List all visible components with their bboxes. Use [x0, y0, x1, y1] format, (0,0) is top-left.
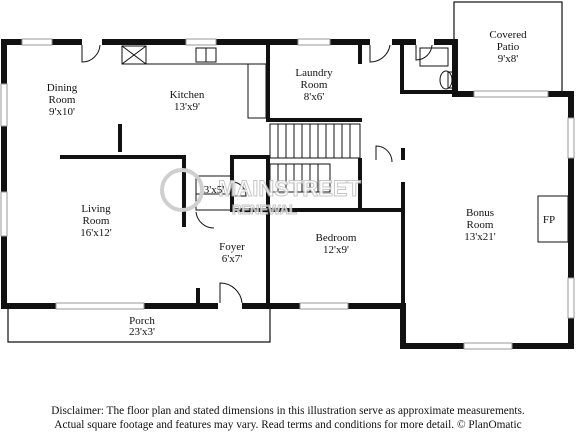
stairs: [269, 123, 361, 193]
living-dim: 16'x12': [80, 227, 111, 239]
living-name-1: Living: [81, 203, 111, 215]
porch-name: Porch: [129, 315, 155, 327]
dining-name-2: Room: [49, 94, 76, 106]
windows: [0, 38, 575, 350]
fireplace: FP: [537, 195, 569, 243]
interior-walls: [60, 42, 457, 308]
disclaimer-line-2: Actual square footage and features may v…: [54, 419, 522, 431]
toilet-icon: [439, 70, 453, 90]
disclaimer-line-1: Disclaimer: The floor plan and stated di…: [51, 405, 525, 417]
closet-dim: 3'x5': [204, 184, 224, 196]
bonus-name-2: Room: [467, 219, 494, 231]
foyer-name: Foyer: [219, 241, 245, 253]
bonus-name-1: Bonus: [466, 207, 494, 219]
dining-name-1: Dining: [47, 82, 78, 94]
watermark-line1: MAINSTREET: [218, 176, 362, 201]
living-name-2: Room: [83, 215, 110, 227]
covered-patio-dim: 9'x8': [498, 53, 518, 65]
doors: [81, 39, 434, 309]
kitchen-name: Kitchen: [170, 89, 205, 101]
watermark: MAINSTREET RENEWAL: [160, 168, 362, 218]
laundry-dim: 8'x6': [304, 91, 324, 103]
laundry-name-2: Room: [301, 79, 328, 91]
kitchen-counters: [121, 45, 267, 119]
room-labels: Covered Patio 9'x8' Dining Room 9'x10' K…: [47, 29, 527, 338]
porch-outline: [7, 306, 271, 343]
dining-dim: 9'x10': [49, 106, 75, 118]
disclaimer: Disclaimer: The floor plan and stated di…: [0, 404, 576, 432]
bathroom-fixtures: [419, 47, 454, 90]
bonus-dim: 13'x21': [464, 231, 495, 243]
covered-patio-name-1: Covered: [489, 29, 527, 41]
fireplace-label: FP: [543, 214, 555, 226]
watermark-line2: RENEWAL: [232, 202, 297, 217]
foyer-dim: 6'x7': [222, 253, 242, 265]
bedroom-dim: 12'x9': [323, 244, 349, 256]
kitchen-dim: 13'x9': [174, 101, 200, 113]
bedroom-name: Bedroom: [316, 232, 357, 244]
watermark-logo-icon: [160, 168, 204, 212]
porch-dim: 23'x3': [129, 326, 155, 338]
covered-patio-name-2: Patio: [497, 41, 520, 53]
laundry-name-1: Laundry: [295, 67, 333, 79]
